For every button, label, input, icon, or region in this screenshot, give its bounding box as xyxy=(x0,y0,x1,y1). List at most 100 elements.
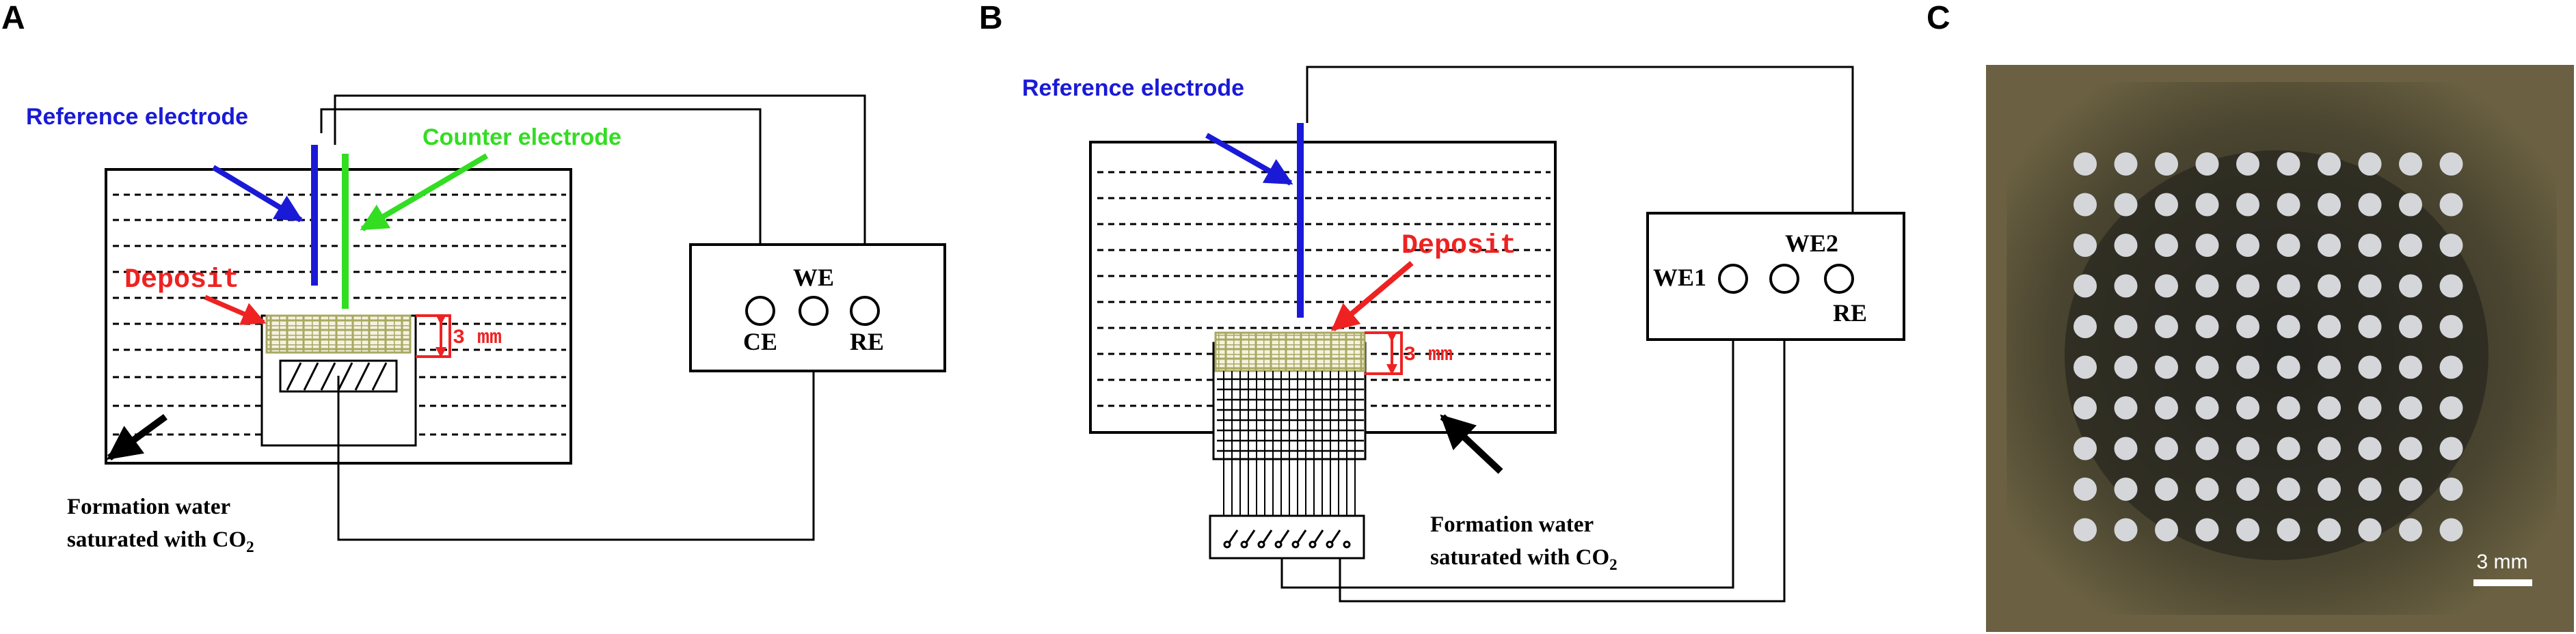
electrode-dot xyxy=(2399,152,2422,176)
panel-a-gap-label: 3 mm xyxy=(453,327,502,350)
panel-b-lead-wires xyxy=(1223,371,1356,519)
panel-b-water-lines xyxy=(1097,171,1551,407)
electrode-dot xyxy=(2318,437,2341,460)
panel-b: B xyxy=(979,0,1905,603)
electrode-dot xyxy=(2155,355,2178,379)
electrode-dot xyxy=(2195,274,2219,298)
electrode-dot xyxy=(2155,234,2178,257)
electrode-dot xyxy=(2318,396,2341,419)
electrode-dot xyxy=(2399,355,2422,379)
panel-b-gap-label: 3 mm xyxy=(1404,344,1453,367)
electrode-dot xyxy=(2236,152,2259,176)
electrode-dot xyxy=(2195,152,2219,176)
electrode-dot xyxy=(2236,396,2259,419)
electrode-dot xyxy=(2195,315,2219,338)
panel-a-counter-label: Counter electrode xyxy=(422,124,621,150)
panel-b-switches xyxy=(1223,529,1351,549)
electrode-dot xyxy=(2439,315,2463,338)
electrode-dot xyxy=(2114,315,2138,338)
electrode-dot xyxy=(2399,518,2422,542)
panel-b-deposit-mesh xyxy=(1214,331,1366,372)
panel-b-formation-arrow xyxy=(1440,414,1503,474)
electrode-dot xyxy=(2114,518,2138,542)
electrode-dot xyxy=(2439,396,2463,419)
electrode-dot xyxy=(2399,478,2422,501)
electrode-dot xyxy=(2318,355,2341,379)
electrode-dot xyxy=(2114,437,2138,460)
electrode-dot xyxy=(2277,234,2300,257)
panel-a-reference-arrow xyxy=(211,165,304,223)
panel-b-deposit-label: Deposit xyxy=(1401,231,1516,262)
panel-a-we-label: WE xyxy=(793,264,834,291)
electrode-dot xyxy=(2358,193,2382,217)
electrode-dot xyxy=(2399,234,2422,257)
electrode-dot xyxy=(2439,193,2463,217)
electrode-dot xyxy=(2358,437,2382,460)
panel-b-letter: B xyxy=(979,0,1003,36)
panel-a-letter: A xyxy=(1,0,25,36)
electrode-dot xyxy=(2277,518,2300,542)
panel-a-hatch xyxy=(286,362,388,391)
electrode-dot xyxy=(2236,478,2259,501)
electrode-dot xyxy=(2277,315,2300,338)
electrode-dot xyxy=(2318,315,2341,338)
panel-a-we-terminal xyxy=(799,296,829,326)
electrode-dot xyxy=(2399,315,2422,338)
electrode-dot xyxy=(2114,274,2138,298)
electrode-dot xyxy=(2277,193,2300,217)
panel-a-ce-label: CE xyxy=(743,328,777,355)
electrode-dot xyxy=(2155,315,2178,338)
panel-b-we1-terminal xyxy=(1718,264,1748,294)
electrode-dot xyxy=(2358,396,2382,419)
electrode-dot xyxy=(2358,355,2382,379)
panel-b-re-label: RE xyxy=(1833,299,1867,327)
panel-a-formation-line2: saturated with CO2 xyxy=(67,527,254,555)
electrode-dot xyxy=(2195,396,2219,419)
panel-b-re-terminal xyxy=(1824,264,1854,294)
panel-b-formation-line1: Formation water xyxy=(1430,512,1594,537)
electrode-dot xyxy=(2074,234,2097,257)
panel-b-wires xyxy=(1280,66,1854,603)
panel-b-holder-lines xyxy=(1217,378,1364,452)
electrode-dot xyxy=(2074,274,2097,298)
panel-a-wires xyxy=(320,94,866,541)
electrode-dot xyxy=(2358,478,2382,501)
electrode-dot xyxy=(2155,518,2178,542)
electrode-dot xyxy=(2277,152,2300,176)
electrode-dot xyxy=(2399,437,2422,460)
panel-b-reference-arrow xyxy=(1205,133,1293,186)
electrode-dot xyxy=(2399,274,2422,298)
electrode-dot xyxy=(2195,234,2219,257)
electrode-dot xyxy=(2114,396,2138,419)
electrode-dot xyxy=(2114,193,2138,217)
panel-a-ce-terminal xyxy=(745,296,775,326)
panel-a-reference-label: Reference electrode xyxy=(26,104,248,130)
panel-b-we1-label: WE1 xyxy=(1653,264,1706,291)
electrode-dot xyxy=(2439,274,2463,298)
panel-a-counter-arrow xyxy=(360,153,489,232)
panel-b-deposit-arrow xyxy=(1330,260,1414,332)
electrode-dot xyxy=(2358,274,2382,298)
electrode-dot xyxy=(2195,193,2219,217)
panel-a-formation-arrow xyxy=(106,413,167,461)
electrode-dot xyxy=(2277,437,2300,460)
electrode-dot xyxy=(2236,437,2259,460)
electrode-dot xyxy=(2439,518,2463,542)
electrode-dot xyxy=(2114,355,2138,379)
panel-b-reference-label: Reference electrode xyxy=(1022,75,1244,101)
electrode-dot xyxy=(2358,152,2382,176)
scale-bar xyxy=(2473,579,2532,586)
panel-b-gap-marker xyxy=(1365,331,1403,375)
electrode-dot xyxy=(2074,152,2097,176)
panel-a-water-lines xyxy=(113,193,566,436)
electrode-dot xyxy=(2439,355,2463,379)
electrode-dot xyxy=(2074,478,2097,501)
electrode-dot xyxy=(2236,274,2259,298)
electrode-dot xyxy=(2195,437,2219,460)
electrode-dot xyxy=(2277,396,2300,419)
electrode-dot xyxy=(2074,518,2097,542)
electrode-dot xyxy=(2358,234,2382,257)
electrode-dot xyxy=(2155,478,2178,501)
scale-bar-label: 3 mm xyxy=(2477,551,2528,573)
